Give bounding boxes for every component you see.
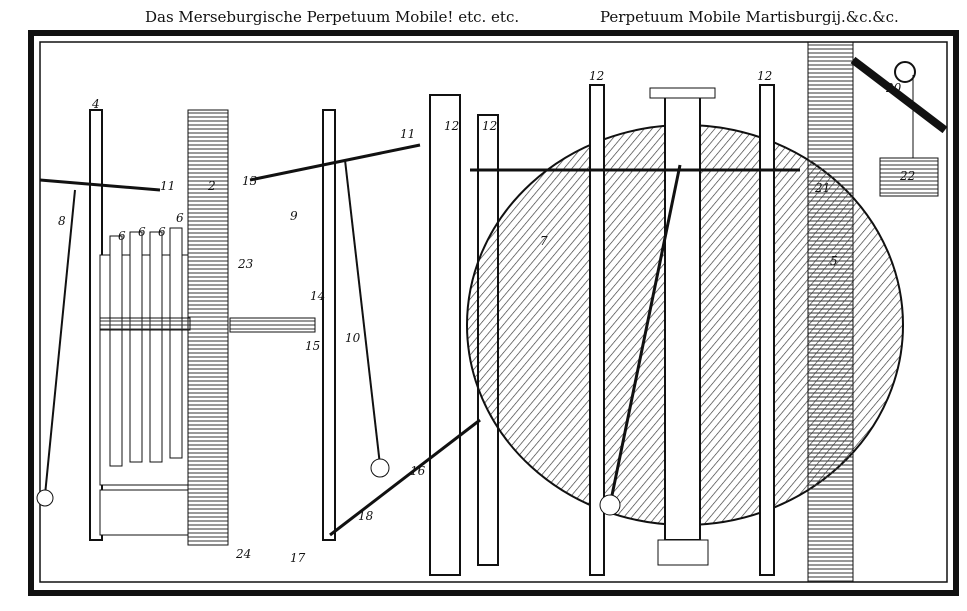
label: 14: [310, 289, 325, 303]
label: 18: [358, 509, 374, 523]
label: 8: [58, 214, 66, 228]
label: 2: [207, 179, 216, 193]
label: 24: [235, 547, 251, 561]
label: 13: [242, 174, 258, 188]
caption-latin: Perpetuum Mobile Martisburgij.&c.&c.: [600, 8, 899, 26]
label: 22: [899, 169, 915, 183]
label: 20: [885, 81, 902, 95]
label: 12: [482, 119, 497, 133]
label: 7: [540, 234, 548, 248]
right-post: [807, 41, 854, 583]
label: 17: [290, 551, 306, 565]
label: 10: [345, 331, 361, 345]
label: 21: [814, 181, 830, 195]
label: 23: [237, 257, 254, 271]
label: 15: [305, 339, 320, 353]
central-column: [664, 94, 701, 541]
inner-frame: [39, 41, 948, 583]
label: 4: [91, 97, 100, 111]
label: 6: [176, 211, 184, 225]
outer-frame: [28, 30, 959, 596]
label: 12: [757, 69, 772, 83]
label: 5: [830, 254, 838, 268]
label: 6: [138, 225, 146, 239]
caption-german: Das Merseburgische Perpetuum Mobile! etc…: [145, 8, 520, 26]
label: 11: [160, 179, 175, 193]
ladder-column: [187, 109, 229, 546]
label: 11: [400, 127, 415, 141]
label: 12: [444, 119, 459, 133]
label: 6: [118, 229, 126, 243]
weight-box: [879, 157, 939, 197]
label: 6: [158, 225, 166, 239]
label: 16: [410, 464, 426, 478]
label: 12: [589, 69, 604, 83]
label: 9: [290, 209, 298, 223]
